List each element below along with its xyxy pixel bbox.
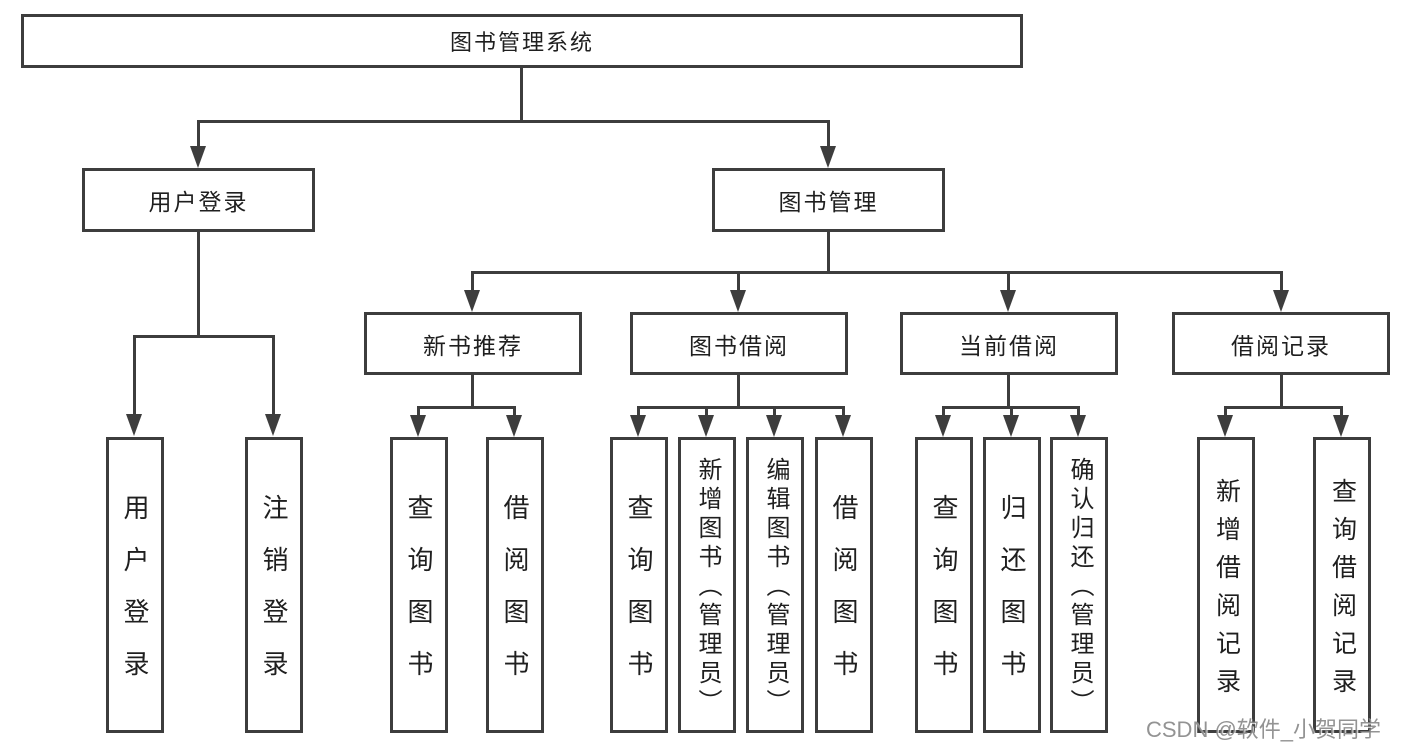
node-label: 用户登录: [148, 189, 249, 215]
connector-leaf-drop: [1010, 406, 1013, 417]
arrowhead-user-login: [190, 146, 206, 168]
connector-leaf-drop: [705, 406, 708, 417]
leaf-query-books-current: 查询图书: [915, 437, 973, 733]
leaf-add-books-admin: 新增图书（管理员）: [678, 437, 736, 733]
arrowhead-book-mgmt: [820, 146, 836, 168]
leaf-label: 新增借阅记录: [1212, 477, 1241, 706]
leaf-label: 借阅图书: [829, 494, 859, 702]
node-book-management: 图书管理: [712, 168, 945, 232]
arrowhead-current-borrow: [1000, 290, 1016, 312]
connector-leaf-drop: [637, 406, 640, 417]
leaf-borrow-books: 借阅图书: [815, 437, 873, 733]
leaf-label: 用户登录: [120, 494, 150, 702]
node-label: 图书管理系统: [449, 30, 594, 55]
node-new-book-recommend: 新书推荐: [364, 312, 582, 375]
connector-leaf-drop: [417, 406, 420, 417]
arrowhead-leaf: [766, 415, 782, 437]
leaf-label: 确认归还（管理员）: [1066, 457, 1093, 718]
leaf-add-borrow-record: 新增借阅记录: [1197, 437, 1255, 733]
leaf-label: 新增图书（管理员）: [694, 457, 721, 718]
leaf-user-login: 用户登录: [106, 437, 164, 733]
node-library-management-system: 图书管理系统: [21, 14, 1023, 68]
node-label: 图书管理: [778, 189, 879, 215]
node-current-borrowing: 当前借阅: [900, 312, 1118, 375]
connector-current-borrow-drop: [1007, 271, 1010, 292]
connector-book-mgmt-bar: [471, 271, 1283, 274]
connector-book-mgmt-drop: [827, 120, 830, 148]
connector-user-login-stem: [197, 232, 200, 335]
connector-leaf-drop: [942, 406, 945, 417]
arrowhead-leaf: [1217, 415, 1233, 437]
leaf-label: 注销登录: [259, 494, 289, 702]
connector-login-leaf-drop: [133, 335, 136, 415]
arrowhead-leaf: [1333, 415, 1349, 437]
arrowhead-new-book: [464, 290, 480, 312]
leaf-label: 查询图书: [404, 494, 434, 702]
leaf-label: 借阅图书: [500, 494, 530, 702]
connector-book-borrow-bar: [637, 406, 844, 409]
leaf-confirm-return-admin: 确认归还（管理员）: [1050, 437, 1108, 733]
connector-current-borrow-stem: [1007, 375, 1010, 406]
arrowhead-leaf: [1070, 415, 1086, 437]
leaf-logout: 注销登录: [245, 437, 303, 733]
connector-leaf-drop: [773, 406, 776, 417]
leaf-label: 查询图书: [624, 494, 654, 702]
arrowhead-leaf: [698, 415, 714, 437]
connector-root-bar: [198, 120, 829, 123]
connector-new-book-drop: [471, 271, 474, 292]
leaf-borrow-books-recommend: 借阅图书: [486, 437, 544, 733]
connector-borrow-records-bar: [1224, 406, 1342, 409]
connector-borrow-records-stem: [1280, 375, 1283, 406]
connector-leaf-drop: [1224, 406, 1227, 417]
node-book-borrowing: 图书借阅: [630, 312, 848, 375]
arrowhead-book-borrow: [730, 290, 746, 312]
leaf-query-borrow-record: 查询借阅记录: [1313, 437, 1371, 733]
connector-book-borrow-stem: [737, 375, 740, 406]
leaf-query-books-recommend: 查询图书: [390, 437, 448, 733]
connector-book-mgmt-stem: [827, 232, 830, 271]
connector-leaf-drop: [842, 406, 845, 417]
connector-new-book-bar: [417, 406, 516, 409]
connector-book-borrow-drop: [737, 271, 740, 292]
arrowhead-leaf: [630, 415, 646, 437]
leaf-label: 查询借阅记录: [1328, 477, 1357, 706]
connector-borrow-records-drop: [1280, 271, 1283, 292]
arrowhead-logout-leaf: [265, 414, 281, 436]
leaf-label: 归还图书: [997, 494, 1027, 702]
node-label: 当前借阅: [959, 332, 1059, 359]
arrowhead-login-leaf: [126, 414, 142, 436]
connector-leaf-drop: [513, 406, 516, 417]
leaf-edit-books-admin: 编辑图书（管理员）: [746, 437, 804, 733]
node-label: 图书借阅: [689, 332, 789, 359]
connector-user-login-drop: [197, 120, 200, 148]
node-label: 新书推荐: [423, 332, 523, 359]
leaf-query-books-borrowing: 查询图书: [610, 437, 668, 733]
node-borrowing-records: 借阅记录: [1172, 312, 1390, 375]
leaf-return-books: 归还图书: [983, 437, 1041, 733]
leaf-label: 查询图书: [929, 494, 959, 702]
csdn-watermark: CSDN @软件_小贺同学: [1146, 717, 1382, 742]
connector-new-book-stem: [471, 375, 474, 406]
leaf-label: 编辑图书（管理员）: [762, 457, 789, 718]
arrowhead-leaf: [935, 415, 951, 437]
node-user-login: 用户登录: [82, 168, 315, 232]
arrowhead-leaf: [835, 415, 851, 437]
connector-user-login-bar: [133, 335, 274, 338]
arrowhead-leaf: [410, 415, 426, 437]
connector-leaf-drop: [1077, 406, 1080, 417]
arrowhead-leaf: [506, 415, 522, 437]
connector-logout-leaf-drop: [272, 335, 275, 415]
connector-root-stem: [520, 68, 523, 120]
arrowhead-leaf: [1003, 415, 1019, 437]
connector-leaf-drop: [1340, 406, 1343, 417]
arrowhead-borrow-records: [1273, 290, 1289, 312]
node-label: 借阅记录: [1231, 332, 1331, 359]
